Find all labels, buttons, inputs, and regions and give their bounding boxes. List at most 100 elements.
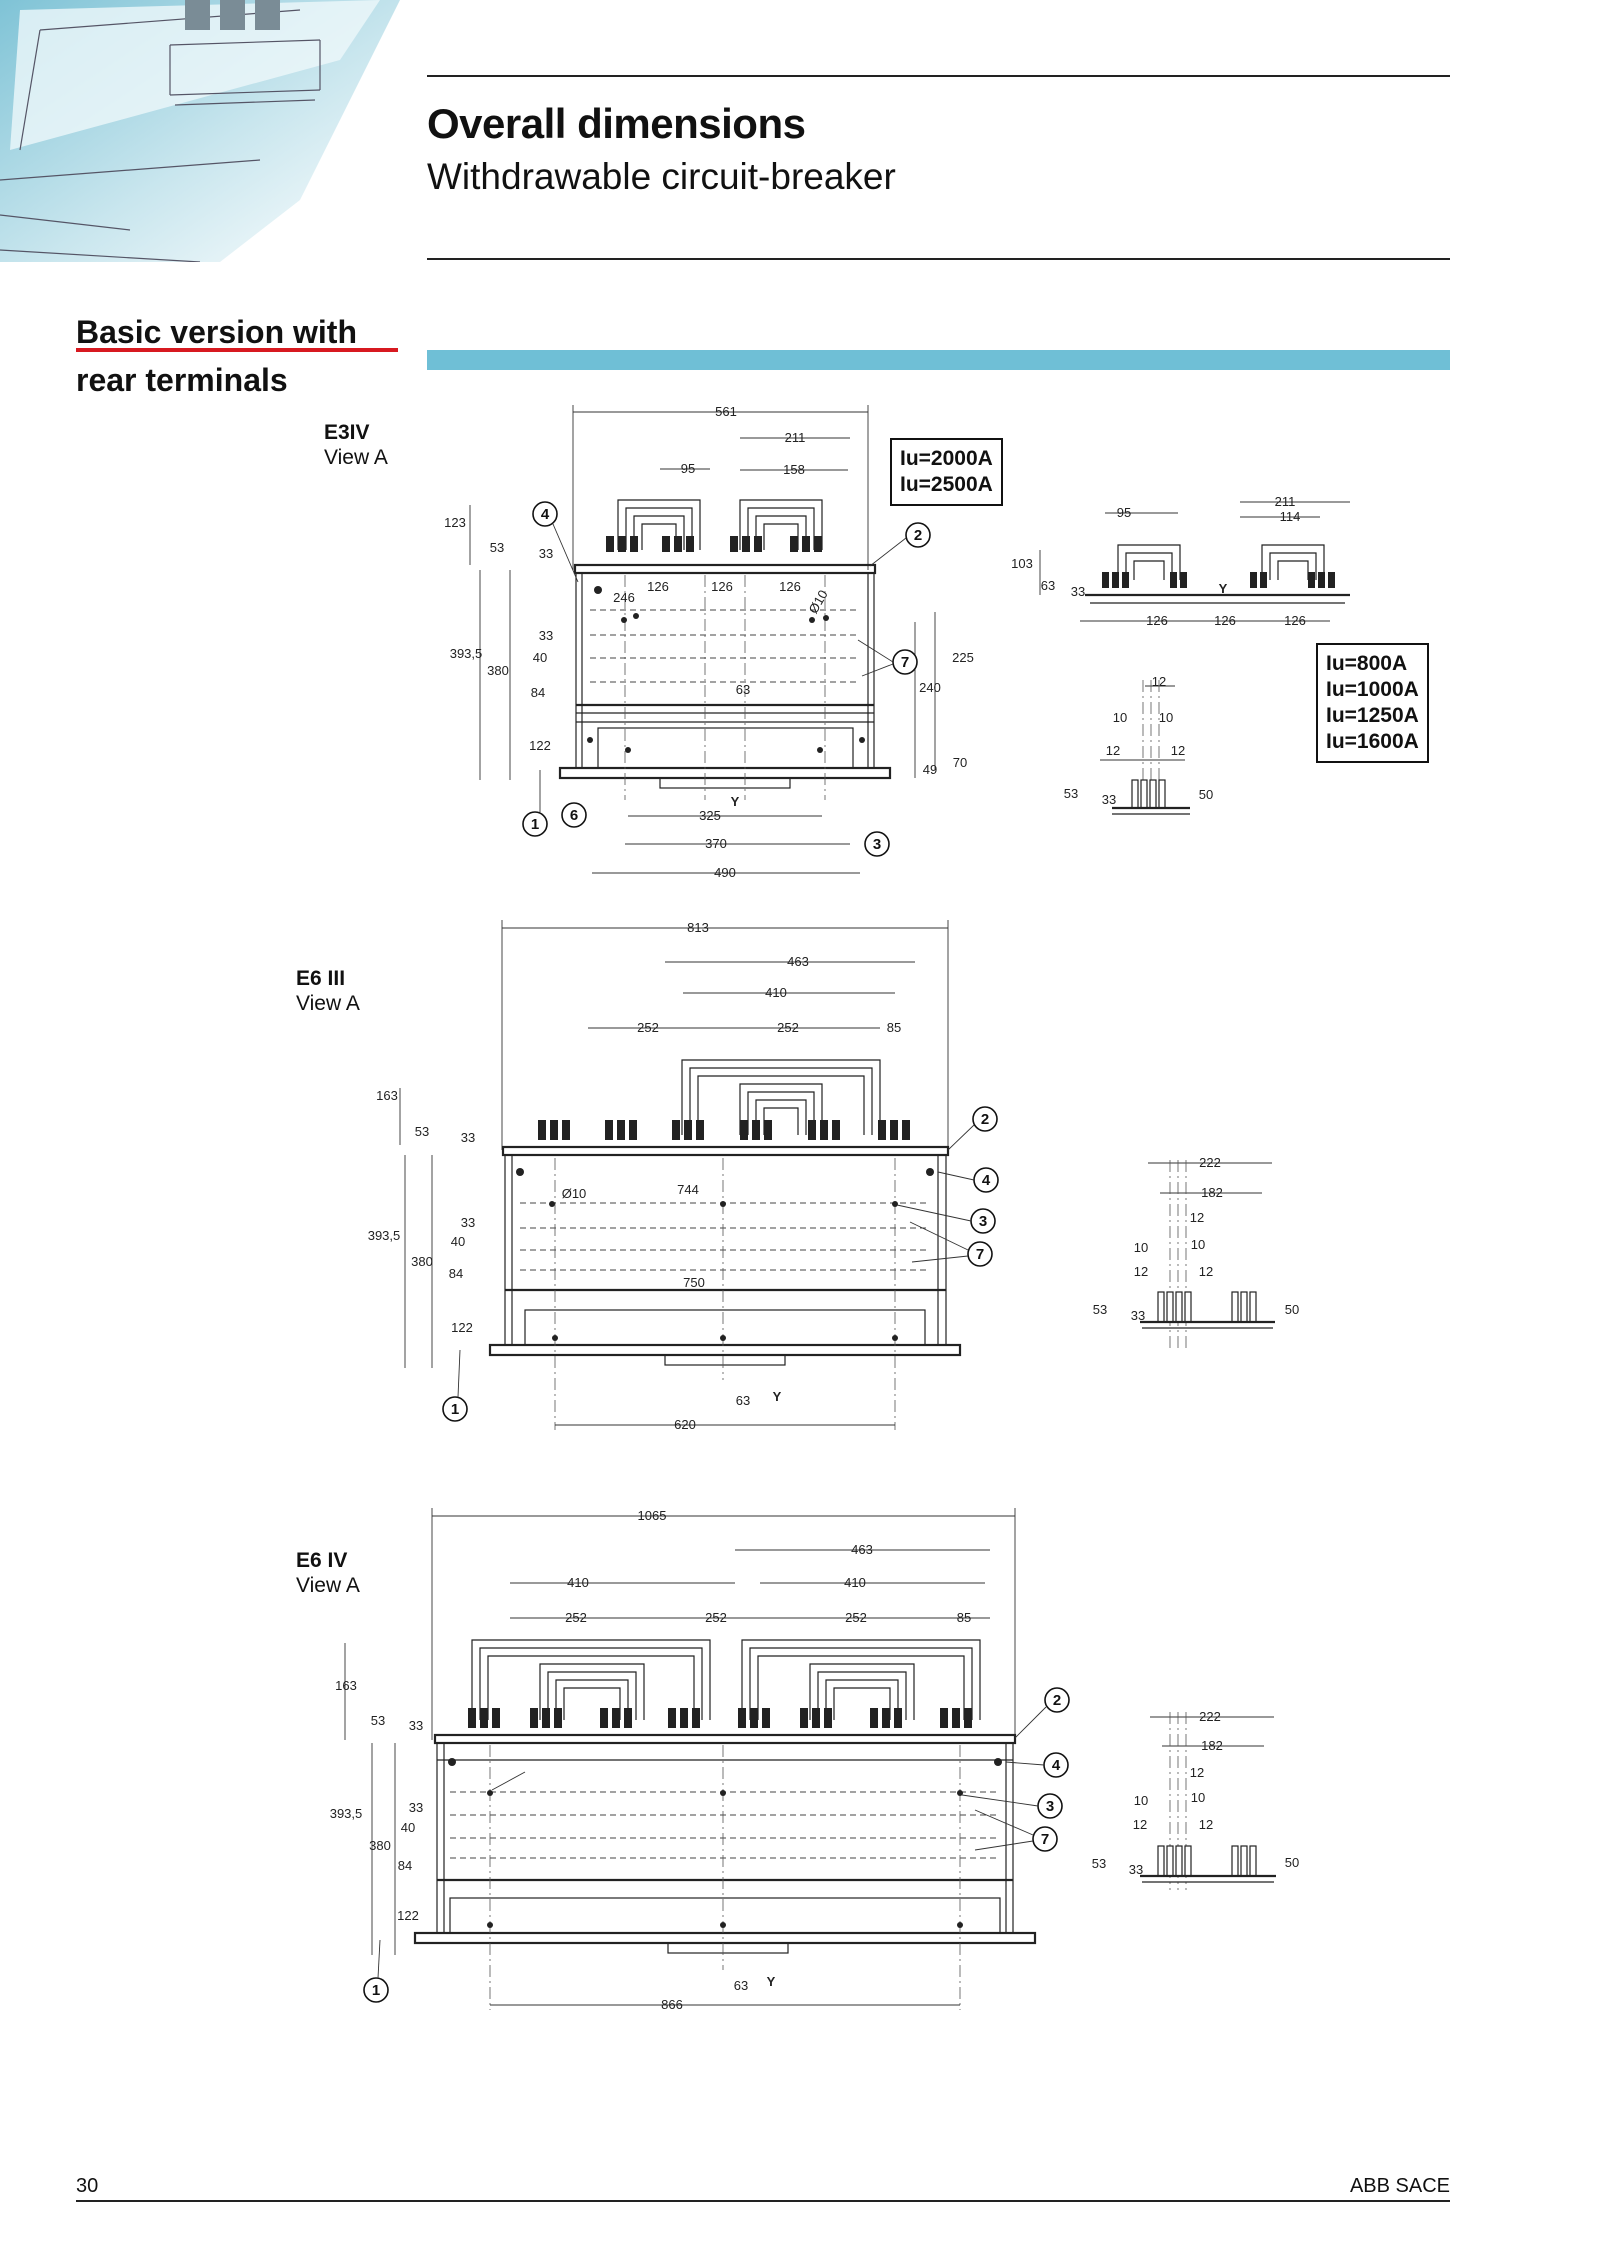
corner-drawing-image [0, 0, 400, 262]
svg-text:2: 2 [1053, 1692, 1061, 1709]
svg-text:7: 7 [901, 654, 909, 671]
dim-label: 750 [683, 1275, 705, 1290]
dim-label: 33 [409, 1800, 423, 1815]
section-band [427, 350, 1450, 370]
svg-text:4: 4 [1052, 1757, 1061, 1774]
dim-label: 53 [1064, 786, 1078, 801]
e3iv-main-drawing: 561 211 95 158 123 53 33 393,5 380 33 40… [444, 404, 974, 880]
svg-text:7: 7 [976, 1246, 984, 1263]
rating-value: Iu=1000A [1326, 678, 1419, 701]
dim-label: 866 [661, 1997, 683, 2012]
dim-label: 182 [1201, 1738, 1223, 1753]
dim-label: 63 [736, 682, 750, 697]
dim-label: 84 [449, 1266, 463, 1281]
e6iii-model-name: E6 III [296, 967, 346, 990]
svg-text:1: 1 [531, 816, 539, 833]
header-bottom-rule [427, 258, 1450, 260]
callout-1: 1 [442, 1396, 468, 1422]
dim-label: 10 [1134, 1793, 1148, 1808]
dim-label: 10 [1134, 1240, 1148, 1255]
rating-value: Iu=1600A [1326, 730, 1419, 753]
dim-label: 53 [490, 540, 504, 555]
callout-4: 4 [1043, 1752, 1069, 1778]
callout-6: 6 [561, 802, 587, 828]
dim-label: 12 [1171, 743, 1185, 758]
axis-label: Y [1219, 581, 1228, 596]
dim-label: 163 [335, 1678, 357, 1693]
dim-label: 10 [1159, 710, 1173, 725]
footer-rule [76, 2200, 1450, 2202]
dim-label: 70 [953, 755, 967, 770]
dim-label: 12 [1134, 1264, 1148, 1279]
dim-label: 10 [1113, 710, 1127, 725]
dim-label: 84 [531, 685, 545, 700]
svg-text:3: 3 [1046, 1798, 1054, 1815]
e3iv-rating-box-high: Iu=2000A Iu=2500A [890, 438, 1003, 506]
dim-label: 53 [1093, 1302, 1107, 1317]
svg-text:4: 4 [982, 1172, 991, 1189]
dim-label: 12 [1199, 1817, 1213, 1832]
dim-label: 246 [613, 590, 635, 605]
dim-label: 123 [444, 515, 466, 530]
e6iv-side-drawing: 222 182 12 10 10 12 12 53 33 50 [1092, 1709, 1299, 1890]
dim-label: 53 [371, 1713, 385, 1728]
dim-label: 211 [785, 430, 806, 445]
callout-4: 4 [532, 501, 558, 527]
dim-label: 50 [1285, 1302, 1299, 1317]
dim-label: 126 [711, 579, 733, 594]
dim-label: Ø10 [562, 1186, 587, 1201]
dim-label: 252 [705, 1610, 727, 1625]
rating-value: Iu=2500A [900, 473, 993, 496]
dim-label: 393,5 [450, 646, 483, 661]
rating-value: Iu=800A [1326, 652, 1408, 675]
dim-label: 252 [637, 1020, 659, 1035]
dim-label: 33 [1129, 1862, 1143, 1877]
dim-label: 40 [533, 650, 547, 665]
callout-4: 4 [973, 1167, 999, 1193]
dim-label: 380 [369, 1838, 391, 1853]
dim-label: 122 [397, 1908, 419, 1923]
company-name: ABB SACE [1349, 2175, 1450, 2197]
dim-label: 122 [529, 738, 551, 753]
rating-value: Iu=2000A [900, 447, 993, 470]
dim-label: 33 [539, 546, 553, 561]
callout-2: 2 [972, 1106, 998, 1132]
e6iii-main-drawing: 813 463 410 252 252 85 163 53 33 [368, 920, 999, 1432]
callout-2: 2 [1044, 1687, 1070, 1713]
dim-label: 126 [1214, 613, 1236, 628]
e3iv-model-label: E3IV View A [324, 420, 388, 470]
dim-label: 126 [1146, 613, 1168, 628]
dim-label: 12 [1190, 1210, 1204, 1225]
e6iii-view-label: View A [296, 992, 360, 1015]
dim-label: 103 [1011, 556, 1033, 571]
dim-label: 85 [957, 1610, 971, 1625]
e3iv-rating-box-low: Iu=800A Iu=1000A Iu=1250A Iu=1600A [1316, 643, 1429, 763]
dim-label: 33 [1131, 1308, 1145, 1323]
e6iii-side-drawing: 222 182 12 10 10 12 12 53 33 50 [1093, 1155, 1299, 1350]
dim-label: 252 [565, 1610, 587, 1625]
section-heading: Basic version with rear terminals [76, 308, 406, 404]
svg-text:6: 6 [570, 807, 578, 824]
dim-label: 53 [1092, 1856, 1106, 1871]
dim-label: Ø10 [805, 587, 830, 616]
callout-2: 2 [905, 522, 931, 548]
dim-label: 10 [1191, 1790, 1205, 1805]
svg-text:1: 1 [372, 1982, 380, 1999]
e6iv-main-drawing: 1065 463 410 410 252 252 252 85 163 53 3… [330, 1508, 1070, 2012]
dim-label: 463 [851, 1542, 873, 1557]
dim-label: 33 [1071, 584, 1085, 599]
dim-label: 222 [1199, 1155, 1221, 1170]
dim-label: 211 [1275, 494, 1296, 509]
dim-label: 114 [1280, 509, 1301, 524]
dim-label: 380 [411, 1254, 433, 1269]
dim-label: 240 [919, 680, 941, 695]
page-subtitle: Withdrawable circuit-breaker [427, 156, 896, 197]
e6iv-model-name: E6 IV [296, 1549, 348, 1572]
dim-label: 12 [1190, 1765, 1204, 1780]
page-title: Overall dimensions [427, 100, 806, 147]
dim-label: 33 [1102, 792, 1116, 807]
dim-label: 163 [376, 1088, 398, 1103]
dim-label: 463 [787, 954, 809, 969]
section-underline [76, 348, 398, 352]
dim-label: 561 [715, 404, 737, 419]
